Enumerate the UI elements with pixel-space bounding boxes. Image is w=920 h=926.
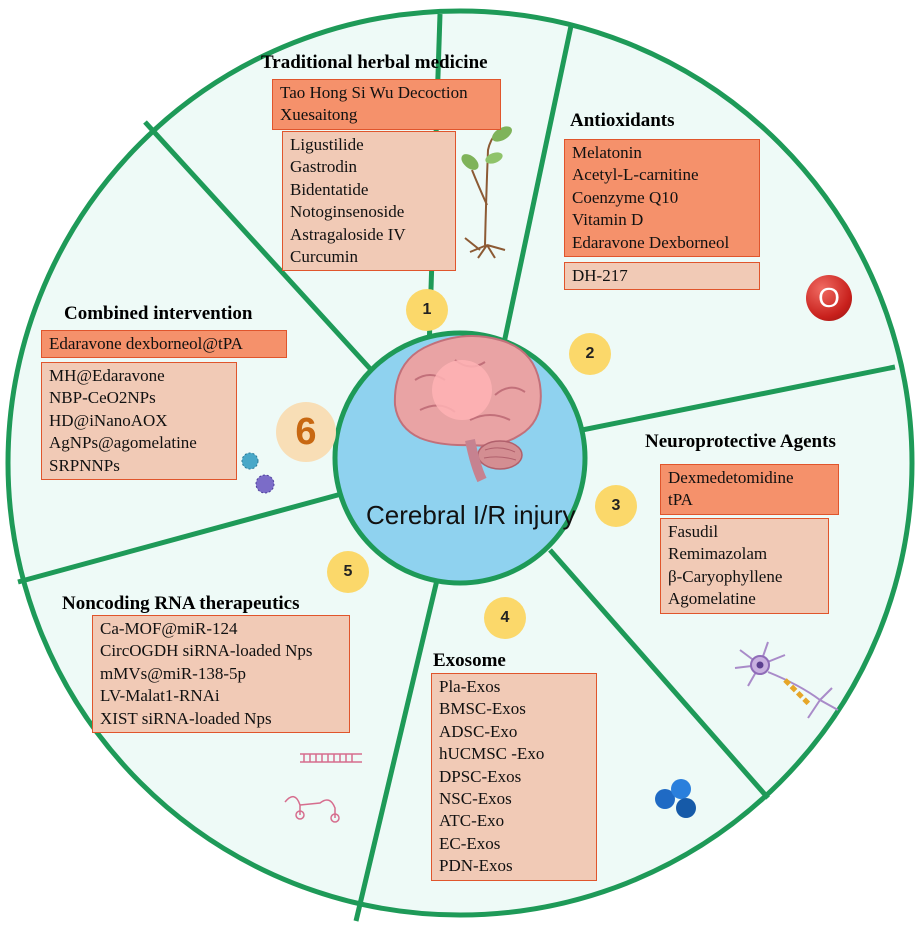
list-item: LV-Malat1-RNAi [100, 686, 220, 706]
number-badge-2: 2 [569, 333, 611, 375]
neuron-icon [734, 641, 839, 719]
combined-primary-box: Edaravone dexborneol@tPA [41, 330, 287, 359]
brain-icon [393, 335, 542, 483]
list-item: DPSC-Exos [439, 766, 522, 786]
section-title-neuroprotective: Neuroprotective Agents [645, 431, 836, 452]
list-item: mMVs@miR-138-5p [100, 663, 246, 683]
list-item: ADSC-Exo [439, 721, 518, 741]
section-title-exosome: Exosome [433, 650, 506, 671]
list-item: Ligustilide [290, 135, 364, 154]
list-item: Astragaloside IV [290, 224, 406, 244]
list-item: MH@Edaravone [49, 366, 165, 385]
neuro-primary-box: Dexmedetomidine tPA [660, 464, 839, 515]
section-title-herbal: Traditional herbal medicine [261, 52, 488, 73]
divider-line [581, 364, 896, 433]
list-item: Ca-MOF@miR-124 [100, 619, 238, 638]
list-item: Tao Hong Si Wu Decoction [280, 83, 468, 102]
list-item: CircOGDH siRNA-loaded Nps [100, 641, 313, 661]
rna-structure-icon [284, 753, 362, 823]
list-item: Agomelatine [668, 589, 756, 609]
section-title-combined: Combined intervention [64, 303, 253, 324]
exosome-box: Pla-Exos BMSC-Exos ADSC-Exo hUCMSC -Exo … [431, 673, 597, 881]
herbal-primary-box: Tao Hong Si Wu Decoction Xuesaitong [272, 79, 501, 130]
list-item: HD@iNanoAOX [49, 410, 168, 430]
list-item: Melatonin [572, 143, 642, 162]
list-item: hUCMSC -Exo [439, 744, 545, 764]
number-badge-6: 6 [276, 402, 336, 462]
list-item: Edaravone Dexborneol [572, 232, 730, 252]
list-item: NBP-CeO2NPs [49, 388, 156, 408]
list-item: β-Caryophyllene [668, 566, 783, 586]
divider-line [497, 25, 574, 363]
list-item: Notoginsenoside [290, 202, 405, 222]
list-item: ATC-Exo [439, 811, 505, 831]
neuro-secondary-box: Fasudil Remimazolam β-Caryophyllene Agom… [660, 518, 829, 614]
list-item: PDN-Exos [439, 856, 513, 876]
list-item: Pla-Exos [439, 677, 501, 696]
exosome-vesicle-icon [655, 779, 696, 818]
plant-icon [461, 126, 512, 259]
list-item: Xuesaitong [280, 105, 358, 125]
combined-secondary-box: MH@Edaravone NBP-CeO2NPs HD@iNanoAOX AgN… [41, 362, 237, 481]
list-item: Coenzyme Q10 [572, 187, 679, 207]
list-item: AgNPs@agomelatine [49, 433, 197, 453]
list-item: Dexmedetomidine [668, 468, 794, 487]
list-item: Acetyl-L-carnitine [572, 165, 699, 185]
list-item: Vitamin D [572, 210, 644, 230]
divider-line [143, 120, 376, 375]
herbal-secondary-box: Ligustilide Gastrodin Bidentatide Notogi… [282, 131, 456, 272]
number-badge-1: 1 [406, 289, 448, 331]
list-item: Fasudil [668, 522, 719, 541]
section-title-ncrna: Noncoding RNA therapeutics [62, 593, 300, 614]
divider-line [17, 490, 346, 585]
list-item: Edaravone dexborneol@tPA [49, 334, 243, 353]
divider-line [353, 579, 440, 922]
list-item: XIST siRNA-loaded Nps [100, 708, 272, 728]
divider-line [548, 548, 770, 800]
list-item: SRPNNPs [49, 455, 120, 475]
list-item: DH-217 [572, 266, 628, 285]
section-title-antioxidants: Antioxidants [570, 110, 675, 131]
list-item: BMSC-Exos [439, 699, 526, 719]
number-badge-3: 3 [595, 485, 637, 527]
number-badge-4: 4 [484, 597, 526, 639]
antioxidants-primary-box: Melatonin Acetyl-L-carnitine Coenzyme Q1… [564, 139, 760, 258]
center-label: Cerebral I/R injury [366, 500, 576, 530]
list-item: Gastrodin [290, 157, 358, 177]
antioxidants-secondary-box: DH-217 [564, 262, 760, 291]
list-item: Curcumin [290, 247, 358, 267]
list-item: tPA [668, 490, 693, 510]
number-badge-5: 5 [327, 551, 369, 593]
list-item: NSC-Exos [439, 789, 512, 809]
list-item: Remimazolam [668, 544, 768, 564]
lesion-spot [432, 360, 492, 420]
oxygen-radical-icon: O [806, 275, 852, 321]
list-item: EC-Exos [439, 833, 501, 853]
ncrna-box: Ca-MOF@miR-124 CircOGDH siRNA-loaded Nps… [92, 615, 350, 734]
nanoparticle-icon [241, 452, 275, 494]
section-dividers [17, 13, 896, 922]
list-item: Bidentatide [290, 179, 369, 199]
